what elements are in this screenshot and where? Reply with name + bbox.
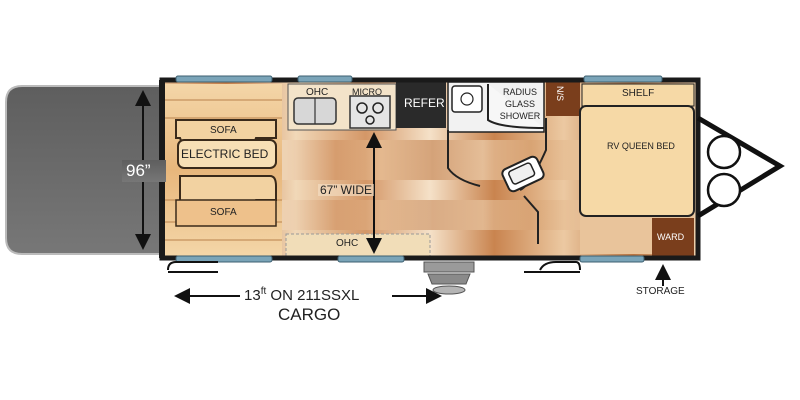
shelf-label: SHELF bbox=[622, 88, 655, 99]
refrigerator bbox=[396, 82, 446, 128]
propane-tank bbox=[706, 172, 742, 208]
rv-queen-bed-label: RV QUEEN BED bbox=[607, 141, 675, 151]
width-label: 67” WIDE bbox=[318, 183, 375, 197]
ns-label: N/S bbox=[555, 86, 565, 102]
sofa-platform bbox=[164, 84, 282, 256]
refer-label: REFER bbox=[404, 96, 445, 110]
micro-label: MICRO bbox=[352, 87, 382, 97]
entry-door bbox=[423, 261, 475, 295]
wardrobe bbox=[652, 218, 694, 256]
cargo-label: CARGO bbox=[278, 305, 341, 324]
ohc-rear-label: OHC bbox=[336, 238, 359, 249]
bathroom-sink bbox=[451, 85, 483, 113]
fender-left bbox=[167, 261, 218, 271]
stove bbox=[349, 95, 391, 129]
fender-right bbox=[539, 261, 581, 271]
cargo-length-value: 13 bbox=[244, 287, 261, 304]
burner bbox=[365, 115, 375, 125]
rv-queen-bed bbox=[579, 105, 695, 217]
radius-shower-door bbox=[487, 84, 545, 129]
shower-label-line-1: RADIUS bbox=[502, 87, 537, 97]
storage-label: STORAGE bbox=[636, 286, 685, 297]
shower-label-line-2: GLASS bbox=[504, 99, 535, 109]
ward-label: WARD bbox=[657, 232, 685, 242]
sofa-bottom-label: SOFA bbox=[210, 207, 237, 218]
bath-wall bbox=[447, 130, 481, 187]
toilet bbox=[501, 155, 545, 193]
burner bbox=[356, 102, 368, 114]
burner bbox=[372, 102, 384, 114]
sink-basin bbox=[460, 92, 474, 106]
electric-bed-shape bbox=[177, 139, 277, 169]
interior-wall bbox=[523, 195, 539, 244]
ns-cabinet bbox=[546, 82, 580, 116]
height-label-bg bbox=[122, 160, 166, 182]
cargo-length-label: 13ft ON 211SSXL bbox=[244, 286, 360, 304]
height-label: 96” bbox=[126, 161, 151, 180]
sofa-top-label: SOFA bbox=[210, 125, 237, 136]
cargo-length-unit: ft bbox=[260, 286, 267, 297]
sofa-bottom-seat bbox=[175, 199, 277, 227]
shower-label: RADIUS GLASS SHOWER bbox=[496, 86, 544, 122]
electric-bed-label: ELECTRIC BED bbox=[181, 147, 269, 161]
windows bbox=[175, 75, 663, 263]
ohc-front-label: OHC bbox=[306, 87, 329, 98]
propane-tank bbox=[706, 134, 742, 170]
cargo-model: ON 211SSXL bbox=[266, 287, 360, 304]
shower-label-line-3: SHOWER bbox=[499, 111, 541, 121]
trailer-tongue bbox=[696, 115, 785, 219]
rear-ramp-door bbox=[5, 85, 161, 255]
